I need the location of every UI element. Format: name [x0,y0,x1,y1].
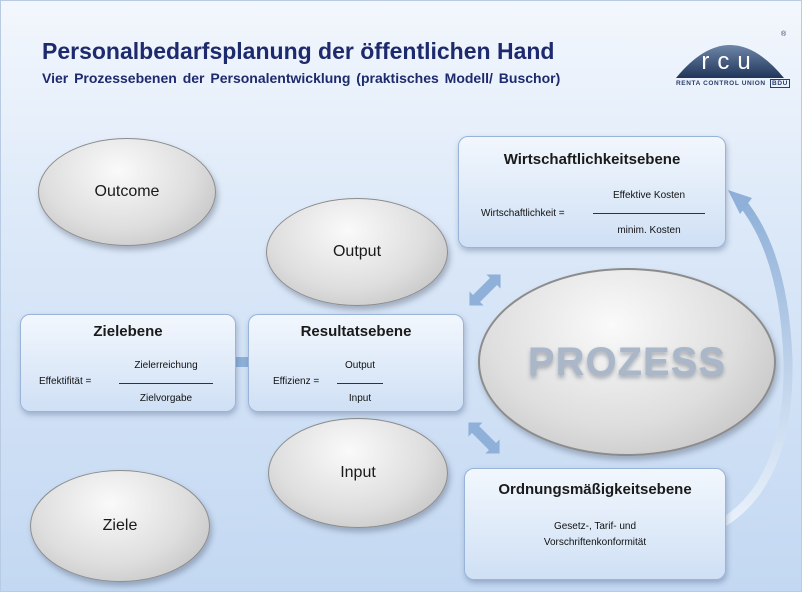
resultatsebene-numerator: Output [344,360,376,371]
resultatsebene-denominator: Input [348,393,372,404]
ellipse-prozess: PROZESS [478,268,776,456]
ellipse-output: Output [266,198,448,306]
ellipse-input-label: Input [340,464,376,481]
resultatsebene-fraction-line [337,383,383,384]
ellipse-input: Input [268,418,448,528]
zielebene-numerator: Zielerreichung [134,360,198,371]
logo-company: RENTA CONTROL UNION [676,80,766,87]
slide-title: Personalbedarfsplanung der öffentlichen … [42,38,555,64]
logo-letters: rcu [701,48,758,75]
curved-return-arrow [719,195,793,527]
logo-registered: ® [781,30,787,38]
prozess-label: PROZESS [527,339,727,384]
double-arrow-up-right [469,274,501,306]
box-ordnungsmaessigkeitsebene-title: Ordnungsmäßigkeitsebene [498,481,692,498]
zielebene-denominator: Zielvorgabe [139,393,193,404]
ellipse-ziele-label: Ziele [102,517,138,534]
logo-caption: RENTA CONTROL UNION BDU [676,79,790,88]
curved-arrow-head [728,190,752,214]
double-arrow-down-right [468,422,500,454]
box-wirtschaftlichkeitsebene: Wirtschaftlichkeitsebene Wirtschaftlichk… [458,136,726,248]
ellipse-ziele: Ziele [30,470,210,582]
zielebene-fraction-line [119,383,213,384]
box-ordnungsmaessigkeitsebene: Ordnungsmäßigkeitsebene Gesetz-, Tarif- … [464,468,726,580]
box-wirtschaftlichkeitsebene-title: Wirtschaftlichkeitsebene [503,151,681,168]
wirtschaftlichkeit-label: Wirtschaftlichkeit = [481,208,565,219]
ellipse-outcome-label: Outcome [94,183,160,200]
wirtschaftlichkeit-fraction-line [593,213,705,214]
wirtschaftlichkeit-denominator: minim. Kosten [617,225,681,236]
ordnung-line1: Gesetz-, Tarif- und [553,521,637,532]
box-resultatsebene-title: Resultatsebene [300,323,412,340]
resultatsebene-label: Effizienz = [273,376,320,387]
wirtschaftlichkeit-numerator: Effektive Kosten [612,190,686,201]
box-zielebene: Zielebene Effektifität = Zielerreichung … [20,314,236,412]
ellipse-outcome: Outcome [38,138,216,246]
ellipse-output-label: Output [332,243,382,260]
logo-tag: BDU [770,79,790,88]
zielebene-label: Effektifität = [39,376,92,387]
rcu-logo: rcu ® [676,30,787,78]
ordnung-line2: Vorschriftenkonformität [543,537,647,548]
box-zielebene-title: Zielebene [93,323,163,340]
logo-arch [676,45,784,78]
box-resultatsebene: Resultatsebene Effizienz = Output Input [248,314,464,412]
slide-subtitle: Vier Prozessebenen der Personalentwicklu… [42,70,561,86]
